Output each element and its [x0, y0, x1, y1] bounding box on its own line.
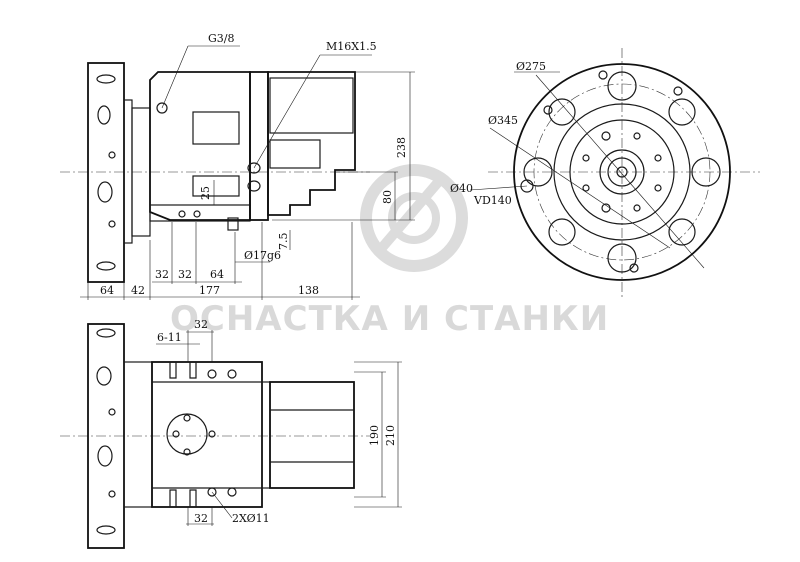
label-slot: 6-11	[157, 331, 182, 344]
front-view: Ø275 Ø345 Ø40 VD140	[450, 48, 760, 300]
gearbox-block	[249, 71, 269, 221]
pocket-hole	[691, 157, 721, 187]
thread-plug	[247, 162, 261, 174]
label-width-gap: 42	[131, 284, 145, 297]
label-pitch-a: 32	[155, 268, 169, 281]
label-height-outer: 210	[384, 425, 397, 446]
watermark: ОСНАСТКА И СТАНКИ	[170, 164, 609, 339]
flange-plate	[87, 62, 125, 283]
label-step: 25	[199, 186, 212, 200]
label-holes: 2XØ11	[232, 512, 270, 525]
label-width-body: 177	[199, 284, 220, 297]
label-outer-diameter: Ø275	[516, 60, 546, 73]
flange-hole	[97, 105, 111, 125]
pocket-hole	[548, 98, 576, 126]
pocket-hole	[607, 71, 637, 101]
top-motor	[269, 381, 355, 489]
outer-flange	[513, 63, 731, 281]
label-height: 238	[395, 137, 408, 158]
flange-hole	[108, 151, 116, 159]
pocket-hole	[548, 218, 576, 246]
label-offset: 80	[381, 190, 394, 204]
label-pitch-b: 32	[178, 268, 192, 281]
label-port: G3/8	[208, 32, 235, 45]
center-bore	[607, 157, 637, 187]
watermark-text: ОСНАСТКА И СТАНКИ	[170, 299, 609, 339]
top-view: 6-11 32 32 2XØ11 190 210	[60, 318, 402, 549]
flange-hole	[96, 74, 116, 84]
motor-housing	[267, 71, 356, 216]
flange-hole	[108, 220, 116, 228]
flange-hole	[96, 261, 116, 271]
pocket-hole	[607, 243, 637, 273]
label-width-flange: 64	[100, 284, 114, 297]
label-width-motor: 138	[298, 284, 319, 297]
label-pitch-bottom: 32	[194, 512, 208, 525]
label-thread: M16X1.5	[326, 40, 377, 53]
label-connection: VD140	[473, 194, 512, 207]
inner-disc	[553, 103, 691, 241]
thread-plug	[247, 180, 261, 192]
pocket-hole	[668, 98, 696, 126]
top-center-boss	[166, 413, 208, 455]
label-pitch-top: 32	[194, 318, 208, 331]
label-small-step: 7.5	[277, 233, 290, 251]
side-view: G3/8 M16X1.5 238 80 25 7.5 Ø17g6 32 32 6…	[60, 32, 415, 300]
label-bore: Ø40	[450, 182, 473, 195]
pocket-hole	[668, 218, 696, 246]
label-pcd: Ø345	[488, 114, 518, 127]
label-pin: Ø17g6	[244, 249, 281, 262]
locating-pin	[227, 217, 239, 231]
label-height-inner: 190	[368, 425, 381, 446]
port-hole	[156, 102, 168, 114]
pocket-hole	[523, 157, 553, 187]
label-pitch-c: 64	[210, 268, 224, 281]
flange-hole	[97, 181, 113, 203]
